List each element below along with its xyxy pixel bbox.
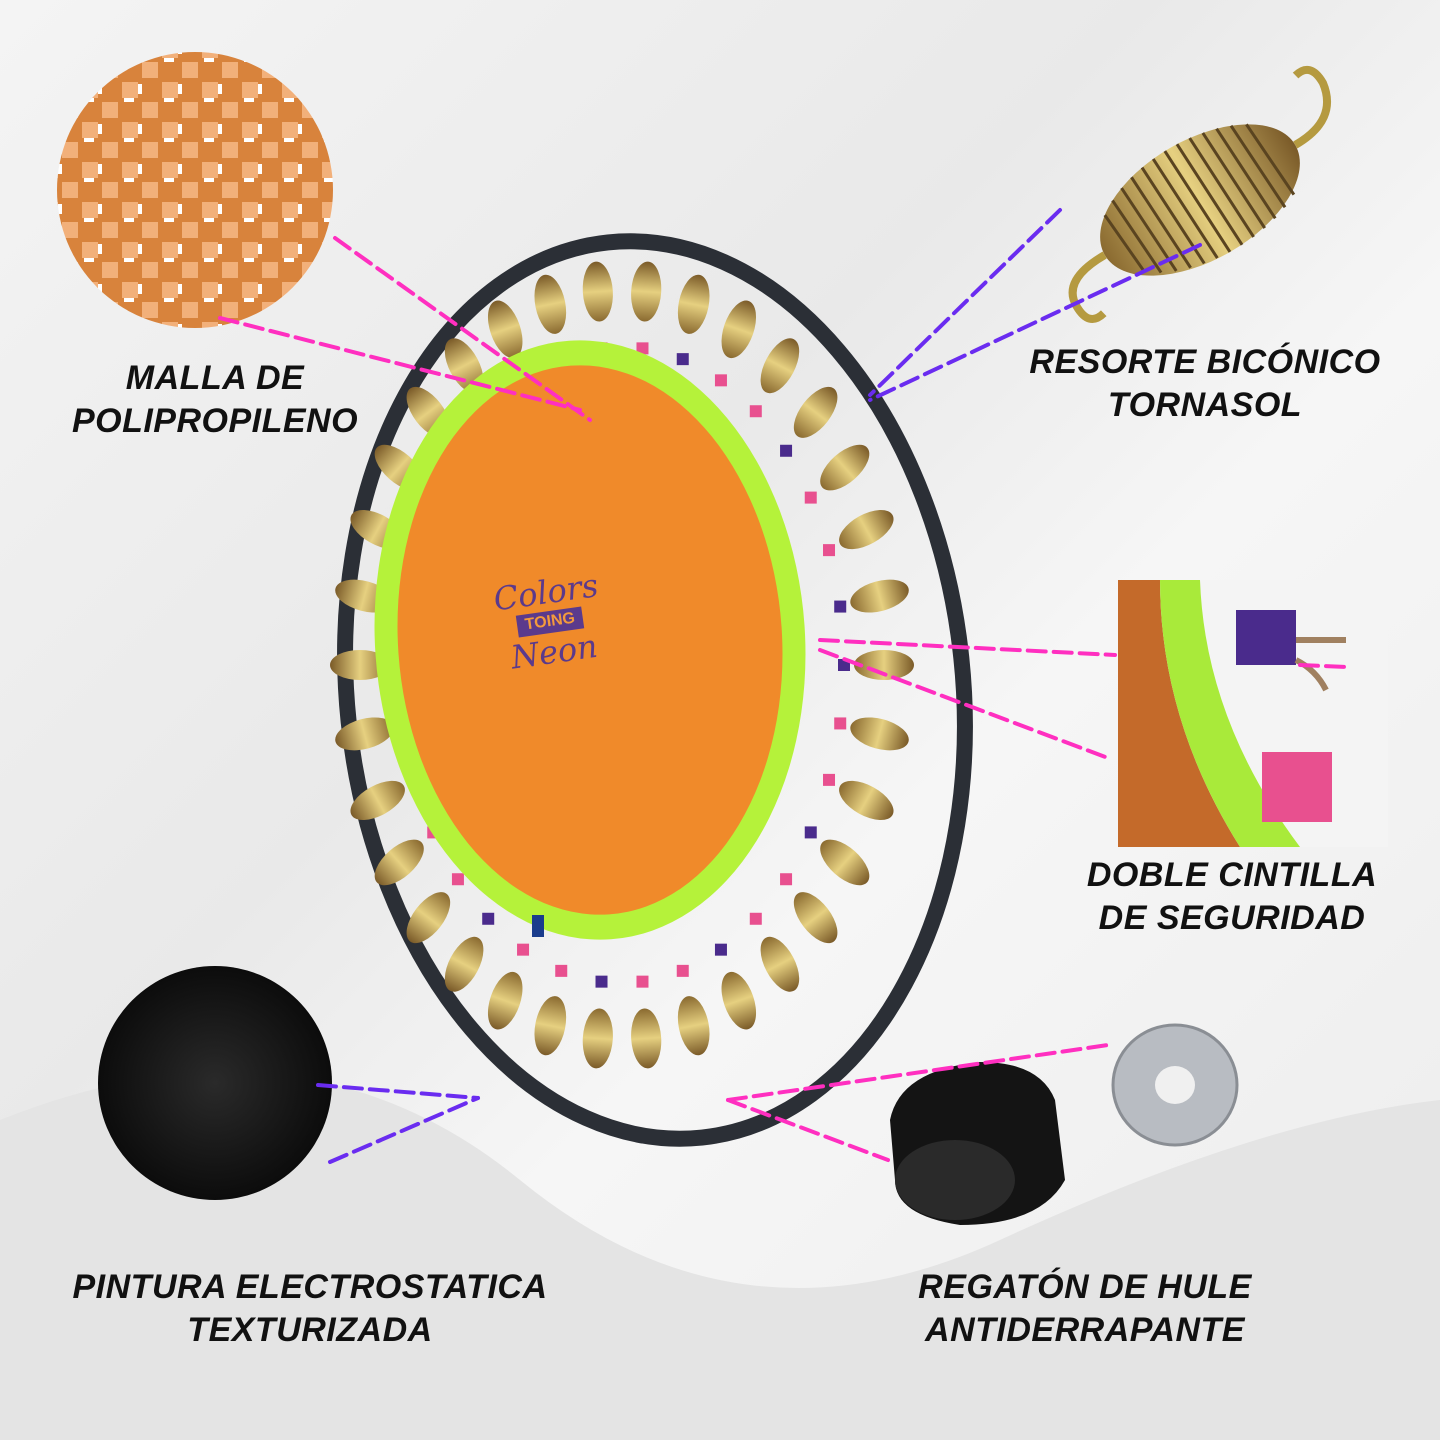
spring [335, 717, 394, 751]
strap [823, 544, 836, 557]
coil-turn [1188, 137, 1255, 238]
rubber-foot-image [890, 1062, 1065, 1225]
strap [834, 717, 847, 730]
spring [839, 509, 894, 550]
strap [823, 773, 836, 786]
strap [555, 964, 568, 977]
spring [487, 971, 523, 1030]
mat-tag [532, 915, 544, 937]
spring [582, 261, 613, 322]
strap [595, 975, 608, 988]
spring [631, 261, 662, 322]
strap [749, 405, 762, 418]
label-line: ANTIDERRAPANTE [925, 1311, 1245, 1349]
strap [482, 912, 495, 925]
spring [444, 936, 484, 992]
label-line: DE SEGURIDAD [1098, 899, 1366, 937]
label-line: REGATÓN DE HULE [918, 1268, 1252, 1306]
spring [820, 839, 870, 886]
coil-turn [1111, 199, 1163, 274]
spring [721, 300, 757, 359]
frame-ring [337, 233, 973, 1147]
label-mesh: MALLA DE POLIPROPILENO [72, 357, 358, 443]
strap [749, 912, 762, 925]
spring [793, 892, 838, 944]
coil-turn [1229, 124, 1287, 209]
coil-turn [1163, 150, 1232, 253]
coil-turn [1130, 176, 1192, 269]
coil-turn [1245, 123, 1296, 196]
spring [487, 300, 523, 359]
coil-turn [1103, 214, 1146, 273]
strap [834, 600, 847, 613]
strap-detail-image [1118, 580, 1388, 847]
strap [780, 444, 793, 457]
strap [714, 943, 727, 956]
label-foot: REGATÓN DE HULE ANTIDERRAPANTE [918, 1266, 1252, 1352]
label-line: TEXTURIZADA [187, 1311, 433, 1349]
spring [793, 386, 838, 438]
paint-detail-image [98, 966, 332, 1200]
strap [636, 342, 649, 355]
springs [330, 261, 914, 1069]
label-line: MALLA DE [125, 359, 305, 397]
strap [804, 491, 817, 504]
coil-turn [1201, 132, 1266, 229]
washer-image [1111, 1023, 1239, 1147]
spring [850, 579, 909, 613]
strap [804, 826, 817, 839]
strap [780, 873, 793, 886]
spring [850, 717, 909, 751]
label-line: RESORTE BICÓNICO [1029, 343, 1381, 381]
spring [374, 839, 424, 886]
spring [677, 996, 710, 1056]
spring [721, 971, 757, 1030]
strap [714, 374, 727, 387]
strap [676, 353, 689, 366]
strap [451, 873, 464, 886]
spring [820, 444, 870, 491]
label-line: TORNASOL [1107, 386, 1303, 424]
spring [839, 780, 894, 821]
spring [350, 780, 405, 821]
label-strap: DOBLE CINTILLA DE SEGURIDAD [1087, 854, 1377, 940]
label-paint: PINTURA ELECTROSTATICA TEXTURIZADA [72, 1266, 547, 1352]
spring [854, 650, 914, 680]
spring [760, 936, 800, 992]
label-line: PINTURA ELECTROSTATICA [72, 1268, 548, 1306]
spring [677, 274, 710, 334]
coil-turn [1151, 158, 1219, 259]
label-line: POLIPROPILENO [71, 402, 359, 440]
spring [534, 274, 567, 334]
background-wave [0, 1072, 1440, 1440]
coil-turn [1175, 143, 1244, 246]
leader-lines [218, 208, 1350, 1164]
spring [582, 1008, 613, 1069]
strap [636, 975, 649, 988]
strap [517, 943, 530, 956]
mesh-detail-image [57, 52, 333, 328]
brand-logo: Colors TOING Neon [484, 566, 616, 677]
spring [534, 996, 567, 1056]
coil-turn [1120, 187, 1178, 272]
spring [330, 650, 390, 680]
mat [397, 365, 783, 915]
spring-detail-image [1068, 65, 1331, 323]
spring [444, 338, 484, 394]
label-line: DOBLE CINTILLA [1086, 856, 1378, 894]
strap [676, 964, 689, 977]
coil-turn [1215, 127, 1277, 220]
spring [760, 338, 800, 394]
label-spring: RESORTE BICÓNICO TORNASOL [1029, 341, 1380, 427]
spring [406, 892, 451, 944]
spring [631, 1008, 662, 1069]
